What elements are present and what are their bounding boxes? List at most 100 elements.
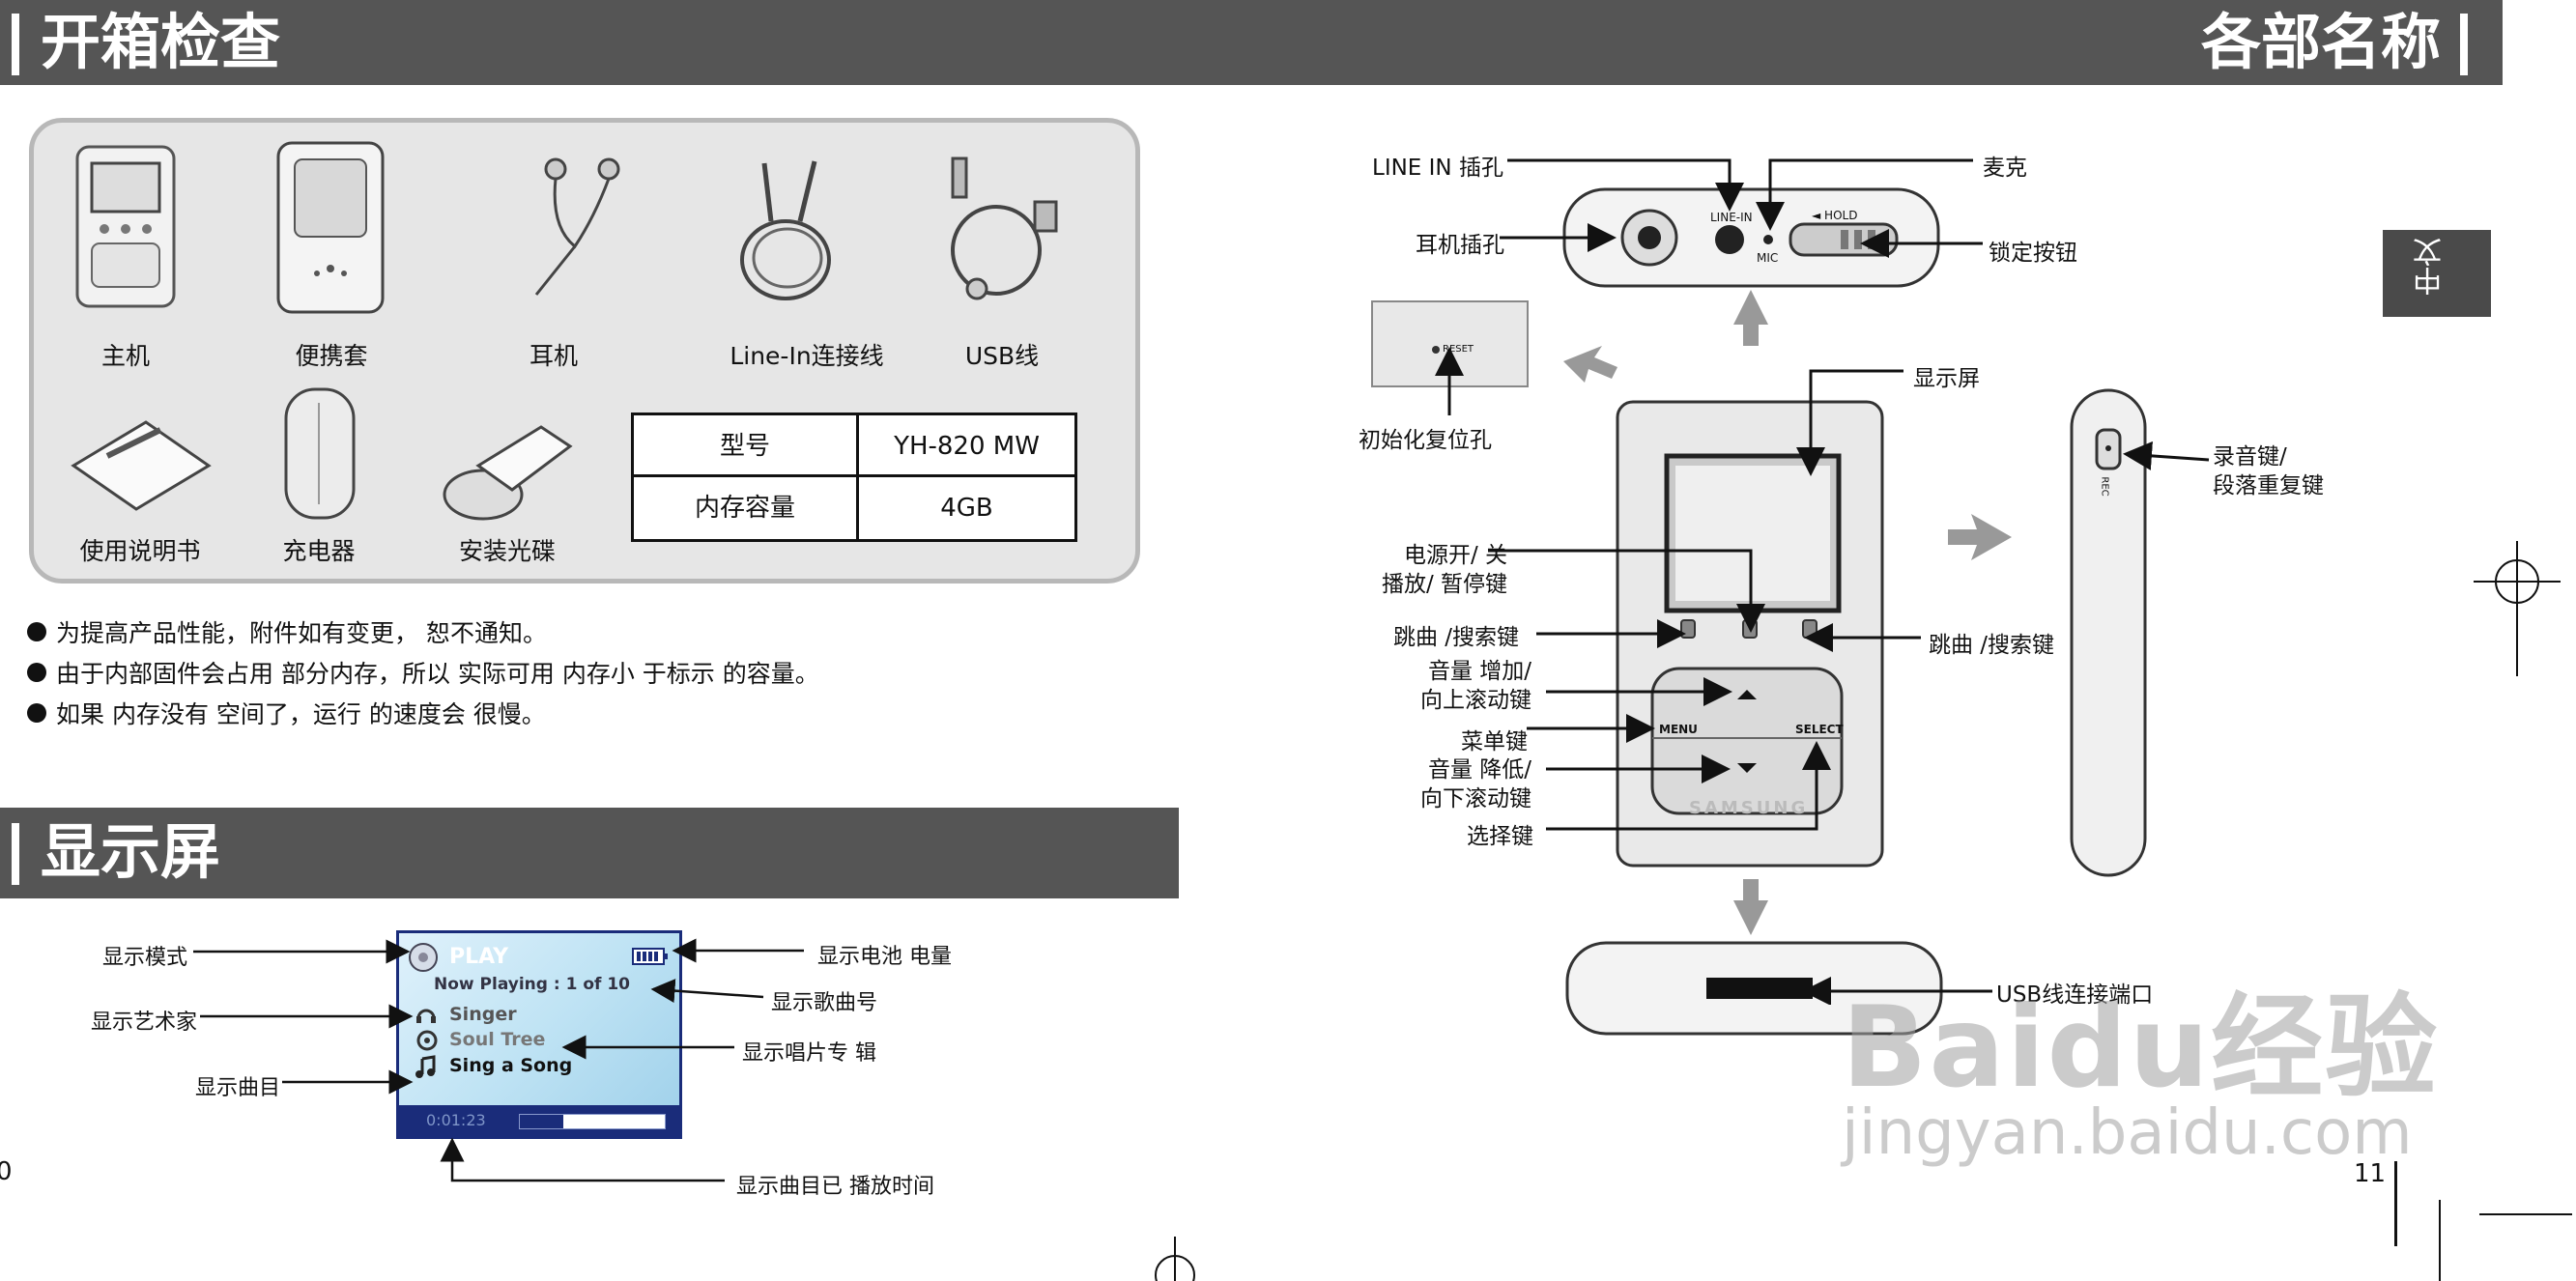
callout-track: 显示曲目 xyxy=(195,1076,281,1100)
lcd-mode: PLAY xyxy=(449,945,508,969)
label-earphone-jack: 耳机插孔 xyxy=(1416,233,1504,258)
bullet-icon xyxy=(27,663,46,682)
label-hold-switch: 锁定按钮 xyxy=(1989,241,2077,266)
device-bottom-view xyxy=(1565,941,1943,1036)
callout-album: 显示唱片专 辑 xyxy=(742,1041,876,1066)
label-vol-up: 音量 增加/ 向上滚动键 xyxy=(1420,659,1531,713)
registration-mark xyxy=(2474,541,2561,676)
crop-mark xyxy=(2394,1161,2397,1246)
page-number-right: 11 xyxy=(2354,1159,2387,1188)
lcd-title: Sing a Song xyxy=(449,1055,573,1076)
lcd-callout-lines xyxy=(193,938,804,1182)
music-note-icon xyxy=(415,1055,436,1078)
callout-display-mode: 显示模式 xyxy=(102,946,188,970)
label-screen: 显示屏 xyxy=(1913,366,1980,391)
header-bar xyxy=(12,823,19,885)
part-callout-lines xyxy=(1435,158,2210,1005)
mark-line-in: LINE-IN xyxy=(1710,211,1753,224)
accessory-label-manual: 使用说明书 xyxy=(79,537,201,565)
label-mic: 麦克 xyxy=(1983,156,2027,181)
arrow-left-icon xyxy=(1563,346,1617,383)
header-title-unboxing: 开箱检查 xyxy=(41,7,281,77)
album-icon xyxy=(416,1030,438,1051)
header-title-part-names: 各部名称 xyxy=(2200,7,2441,77)
spec-table: 型号 YH-820 MW 内存容量 4GB xyxy=(631,413,1077,542)
bullet-icon xyxy=(27,622,46,641)
lcd-mode-icon xyxy=(409,943,438,972)
table-row: 内存容量 4GB xyxy=(634,477,1074,539)
header-part-names: 各部名称 xyxy=(1184,0,2503,85)
spec-memory-label: 内存容量 xyxy=(634,477,859,539)
header-bar xyxy=(2460,14,2468,75)
lcd-artist: Singer xyxy=(449,1004,517,1025)
watermark-url: jingyan.baidu.com xyxy=(1842,1097,2413,1169)
battery-icon xyxy=(632,948,668,965)
callout-battery: 显示电池 电量 xyxy=(817,945,952,969)
install-cd-image xyxy=(443,425,573,521)
usb-cable-image xyxy=(951,157,1058,300)
note-text: 如果 内存没有 空间了，运行 的速度会 很慢。 xyxy=(56,700,546,728)
spec-model-label: 型号 xyxy=(634,415,859,477)
label-vol-down: 音量 降低/ 向下滚动键 xyxy=(1420,757,1531,811)
lcd-screen: PLAY Now Playing : 1 of 10 Singer Soul T… xyxy=(396,930,682,1139)
lcd-album: Soul Tree xyxy=(449,1029,546,1050)
crop-mark xyxy=(2439,1200,2441,1281)
mark-hold: ◄ HOLD xyxy=(1812,209,1858,222)
label-select-key: 选择键 xyxy=(1467,824,1533,849)
language-tab: 中文 xyxy=(2383,230,2491,317)
mark-brand: SAMSUNG xyxy=(1689,798,1809,818)
label-skip-search-right: 跳曲 /搜索键 xyxy=(1929,633,2055,658)
page-number-left: 0 xyxy=(0,1157,13,1186)
lcd-time: 0:01:23 xyxy=(426,1111,486,1129)
artist-icon xyxy=(416,1009,436,1023)
accessory-label-player: 主机 xyxy=(100,342,150,370)
callout-artist: 显示艺术家 xyxy=(91,1011,198,1035)
header-title-display: 显示屏 xyxy=(41,816,221,887)
device-side-view xyxy=(2070,388,2147,877)
spec-memory-value: 4GB xyxy=(940,494,993,523)
line-in-cable-image xyxy=(740,160,831,300)
header-bar xyxy=(12,14,19,75)
accessory-label-line-in-cable: Line-In连接线 xyxy=(730,342,884,370)
note-item: 为提高产品性能，附件如有变更， 恕不通知。 xyxy=(27,614,547,649)
label-usb-port: USB线连接端口 xyxy=(1996,982,2154,1008)
accessory-label-install-cd: 安装光碟 xyxy=(458,537,556,565)
accessory-label-earphones: 耳机 xyxy=(529,342,578,370)
language-tab-label: 中文 xyxy=(2414,238,2447,296)
arrow-up-icon xyxy=(1733,290,1768,346)
label-power-play: 电源开/ 关 播放/ 暂停键 xyxy=(1382,543,1508,597)
label-reset-hole: 初始化复位孔 xyxy=(1359,428,1492,453)
watermark-brand: Baidu经验 xyxy=(1842,982,2440,1113)
callout-track-number: 显示歌曲号 xyxy=(771,991,878,1015)
player-image xyxy=(75,145,176,308)
arrow-right-icon xyxy=(1948,514,2012,560)
label-record-key: 录音键/ 段落重复键 xyxy=(2213,444,2324,498)
callout-elapsed: 显示曲目已 播放时间 xyxy=(736,1175,934,1199)
registration-mark xyxy=(1155,1237,1195,1281)
manual-image xyxy=(71,420,212,511)
charger-image xyxy=(284,387,356,520)
lcd-progress-bar xyxy=(519,1114,666,1129)
note-item: 由于内部固件会占用 部分内存，所以 实际可用 内存小 于标示 的容量。 xyxy=(27,655,819,690)
header-display: 显示屏 xyxy=(0,808,1179,898)
table-row: 型号 YH-820 MW xyxy=(634,415,1074,477)
direction-arrows xyxy=(1563,290,2012,935)
carry-case-image xyxy=(276,141,385,314)
accessories-panel: 主机 便携套 耳机 Line-In连接线 USB线 使用说明书 充电器 安装光碟… xyxy=(29,118,1140,584)
mark-select: SELECT xyxy=(1795,723,1844,736)
label-menu-key: 菜单键 xyxy=(1461,729,1528,754)
label-line-in-jack: LINE IN 插孔 xyxy=(1372,156,1503,181)
mark-mic: MIC xyxy=(1757,251,1779,265)
header-unboxing: 开箱检查 xyxy=(0,0,1184,85)
note-text: 为提高产品性能，附件如有变更， 恕不通知。 xyxy=(56,619,547,647)
arrow-down-icon xyxy=(1733,879,1768,935)
lcd-now-playing: Now Playing : 1 of 10 xyxy=(434,975,630,994)
crop-mark xyxy=(2479,1213,2572,1215)
spec-model-value: YH-820 MW xyxy=(894,432,1040,461)
accessory-label-charger: 充电器 xyxy=(282,537,356,565)
accessory-label-usb-cable: USB线 xyxy=(964,342,1040,370)
note-text: 由于内部固件会占用 部分内存，所以 实际可用 内存小 于标示 的容量。 xyxy=(56,660,819,688)
earphones-image xyxy=(534,157,620,296)
bullet-icon xyxy=(27,703,46,723)
note-item: 如果 内存没有 空间了，运行 的速度会 很慢。 xyxy=(27,696,546,730)
